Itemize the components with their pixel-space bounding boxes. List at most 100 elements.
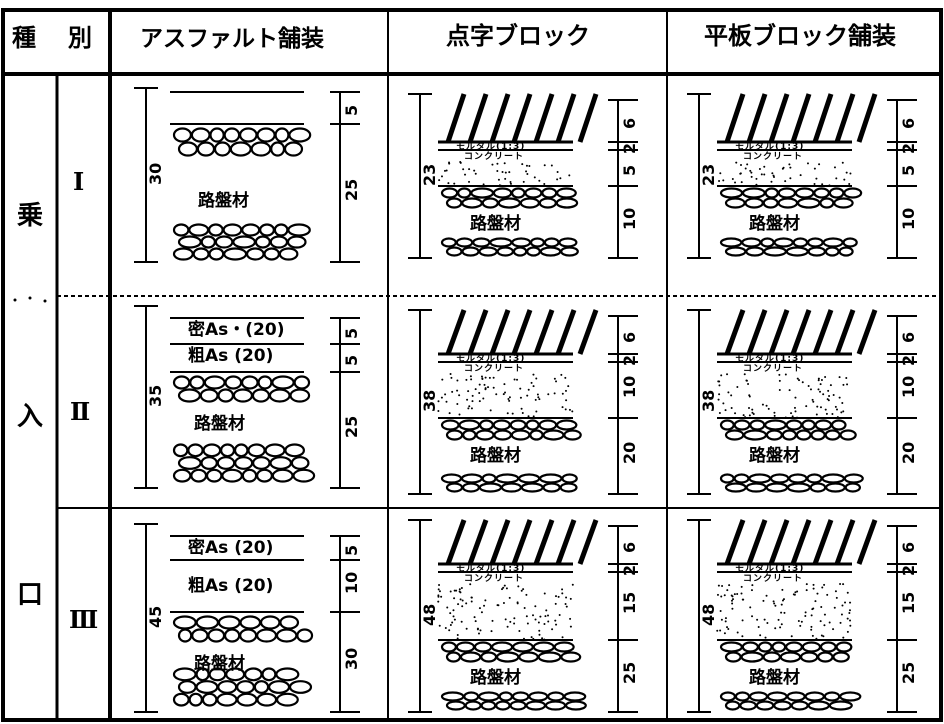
stone	[283, 141, 304, 157]
concrete-dot	[720, 595, 723, 598]
stone	[500, 482, 522, 493]
concrete-dot	[842, 583, 845, 586]
concrete-dot	[747, 407, 750, 410]
stone	[560, 246, 579, 257]
stone	[259, 615, 281, 630]
stone	[734, 691, 751, 702]
flat-1-lower-stones	[719, 237, 858, 257]
concrete-dot	[519, 387, 522, 390]
concrete-dot	[832, 628, 835, 631]
tile-hatch-line	[555, 93, 577, 143]
tile-hatch-line	[856, 93, 878, 143]
flat-3-concrete-texture	[716, 583, 852, 640]
concrete-dot	[794, 396, 797, 399]
stone	[765, 482, 789, 493]
concrete-dot	[751, 615, 754, 618]
concrete-dot	[534, 398, 537, 401]
concrete-dot	[752, 412, 755, 415]
tactile-1-upper-stones	[440, 187, 579, 209]
concrete-dot	[778, 379, 781, 382]
concrete-dot	[438, 179, 441, 182]
concrete-dot	[777, 618, 780, 621]
concrete-dot	[845, 171, 848, 174]
concrete-dot	[819, 383, 822, 386]
flat-1-concrete-label: コンクリート	[743, 152, 804, 162]
tile-hatch-line	[856, 519, 878, 565]
concrete-dot	[569, 617, 572, 620]
concrete-dot	[819, 620, 822, 623]
concrete-dot	[746, 163, 749, 166]
stone	[785, 641, 803, 653]
concrete-dot	[553, 392, 556, 395]
concrete-dot	[437, 400, 440, 403]
stone	[724, 246, 747, 257]
stone	[541, 187, 558, 199]
concrete-dot	[842, 636, 845, 639]
concrete-dot	[469, 375, 472, 378]
stone	[498, 691, 514, 702]
concrete-dot	[742, 414, 745, 417]
stone	[287, 223, 311, 237]
concrete-dot	[502, 602, 505, 605]
stone	[493, 429, 512, 441]
concrete-dot	[477, 632, 480, 635]
concrete-dot	[826, 593, 829, 596]
stone	[495, 700, 511, 711]
concrete-dot	[532, 415, 535, 418]
concrete-dot	[843, 178, 846, 181]
tactile-2-layer-1-thickness: 2	[620, 354, 639, 366]
concrete-dot	[792, 593, 795, 596]
stone	[563, 429, 582, 441]
concrete-dot	[438, 584, 441, 587]
flat-2-total-thickness: 38	[699, 389, 718, 412]
stone	[232, 388, 254, 403]
stone	[788, 473, 808, 484]
stone	[842, 237, 858, 248]
stone	[526, 246, 541, 257]
flat-1-base-label: 路盤材	[749, 214, 800, 234]
concrete-dot	[849, 601, 852, 604]
concrete-dot	[504, 177, 507, 180]
concrete-dot	[550, 164, 553, 167]
concrete-dot	[458, 394, 461, 397]
concrete-dot	[554, 619, 557, 622]
stone	[518, 473, 541, 484]
stone	[247, 443, 266, 458]
concrete-dot	[809, 388, 812, 391]
concrete-dot	[816, 405, 819, 408]
tile-hatch-line	[533, 519, 555, 565]
concrete-dot	[544, 615, 547, 618]
stone	[177, 235, 202, 249]
concrete-dot	[461, 599, 464, 602]
flat-1-layer-2-thickness: 5	[899, 164, 918, 176]
concrete-dot	[509, 182, 512, 185]
concrete-dot	[456, 637, 459, 640]
concrete-dot	[727, 391, 730, 394]
concrete-dot	[560, 373, 563, 376]
concrete-dot	[565, 399, 568, 402]
flat-3-total-thickness: 48	[699, 603, 718, 626]
concrete-dot	[508, 399, 511, 402]
stone	[525, 419, 540, 431]
stone	[461, 482, 480, 493]
concrete-dot	[538, 629, 541, 632]
stone	[719, 473, 735, 484]
concrete-dot	[718, 384, 721, 387]
concrete-dot	[484, 599, 487, 602]
header-flat: 平板ブロック舗装	[704, 22, 896, 50]
concrete-dot	[731, 595, 734, 598]
concrete-dot	[724, 409, 727, 412]
concrete-dot	[541, 637, 544, 640]
tactile-3-upper-stones	[440, 641, 582, 663]
stone	[511, 187, 526, 199]
stone	[525, 700, 547, 711]
concrete-dot	[824, 408, 827, 411]
stone	[762, 651, 781, 663]
stone	[192, 247, 210, 261]
concrete-dot	[757, 625, 760, 628]
concrete-dot	[718, 179, 721, 182]
stone	[481, 473, 497, 484]
concrete-dot	[538, 179, 541, 182]
stone	[558, 237, 578, 248]
